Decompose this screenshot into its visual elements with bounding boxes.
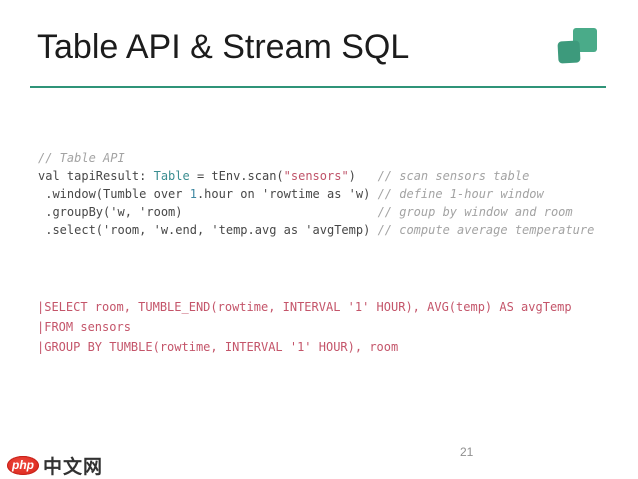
code-token-code: .select('room, 'w.end, 'temp.avg as 'avg…	[38, 223, 378, 237]
overlapping-squares-logo-icon	[556, 26, 602, 66]
code-token-code: .hour on 'rowtime as 'w)	[196, 187, 378, 201]
code-token-comment: // compute average temperature	[377, 223, 595, 237]
code-token-code: val tapiResult:	[38, 169, 154, 183]
php-badge-label: php	[12, 458, 34, 472]
code-token-comment: // group by window and room	[377, 205, 573, 219]
php-site-watermark: php 中文网	[7, 454, 104, 478]
code-line: |GROUP BY TUMBLE(rowtime, INTERVAL '1' H…	[37, 337, 572, 357]
code-token-type: Table	[153, 169, 190, 183]
code-line: .groupBy('w, 'room) // group by window a…	[38, 203, 594, 221]
code-token-code: )	[348, 169, 378, 183]
code-token-sql: |GROUP BY TUMBLE(rowtime, INTERVAL '1' H…	[37, 340, 399, 354]
code-token-code: .groupBy('w, 'room)	[38, 205, 378, 219]
logo-front-square	[557, 40, 581, 64]
stream-sql-code-block: |SELECT room, TUMBLE_END(rowtime, INTERV…	[37, 297, 572, 357]
php-logo-icon: php	[7, 455, 39, 475]
page-title: Table API & Stream SQL	[37, 28, 410, 66]
code-token-sql: |SELECT room, TUMBLE_END(rowtime, INTERV…	[37, 300, 572, 314]
watermark-site-label: 中文网	[43, 455, 104, 478]
page-number: 21	[460, 445, 474, 459]
code-token-code: = tEnv.scan(	[189, 169, 284, 183]
code-token-comment: // define 1-hour window	[377, 187, 544, 201]
code-token-number: 1	[189, 187, 197, 201]
code-line: |SELECT room, TUMBLE_END(rowtime, INTERV…	[37, 297, 572, 317]
code-token-string: "sensors"	[283, 169, 349, 183]
code-token-comment: // scan sensors table	[377, 169, 530, 183]
code-line: .window(Tumble over 1.hour on 'rowtime a…	[38, 185, 594, 203]
code-line: .select('room, 'w.end, 'temp.avg as 'avg…	[38, 221, 594, 239]
code-line: |FROM sensors	[37, 317, 572, 337]
code-line: // Table API	[38, 149, 594, 167]
code-token-comment: // Table API	[38, 151, 125, 165]
code-token-code: .window(Tumble over	[38, 187, 190, 201]
code-token-sql: |FROM sensors	[37, 320, 131, 334]
title-underline	[30, 86, 606, 88]
code-line: val tapiResult: Table = tEnv.scan("senso…	[38, 167, 594, 185]
table-api-code-block: // Table API val tapiResult: Table = tEnv…	[38, 149, 594, 239]
